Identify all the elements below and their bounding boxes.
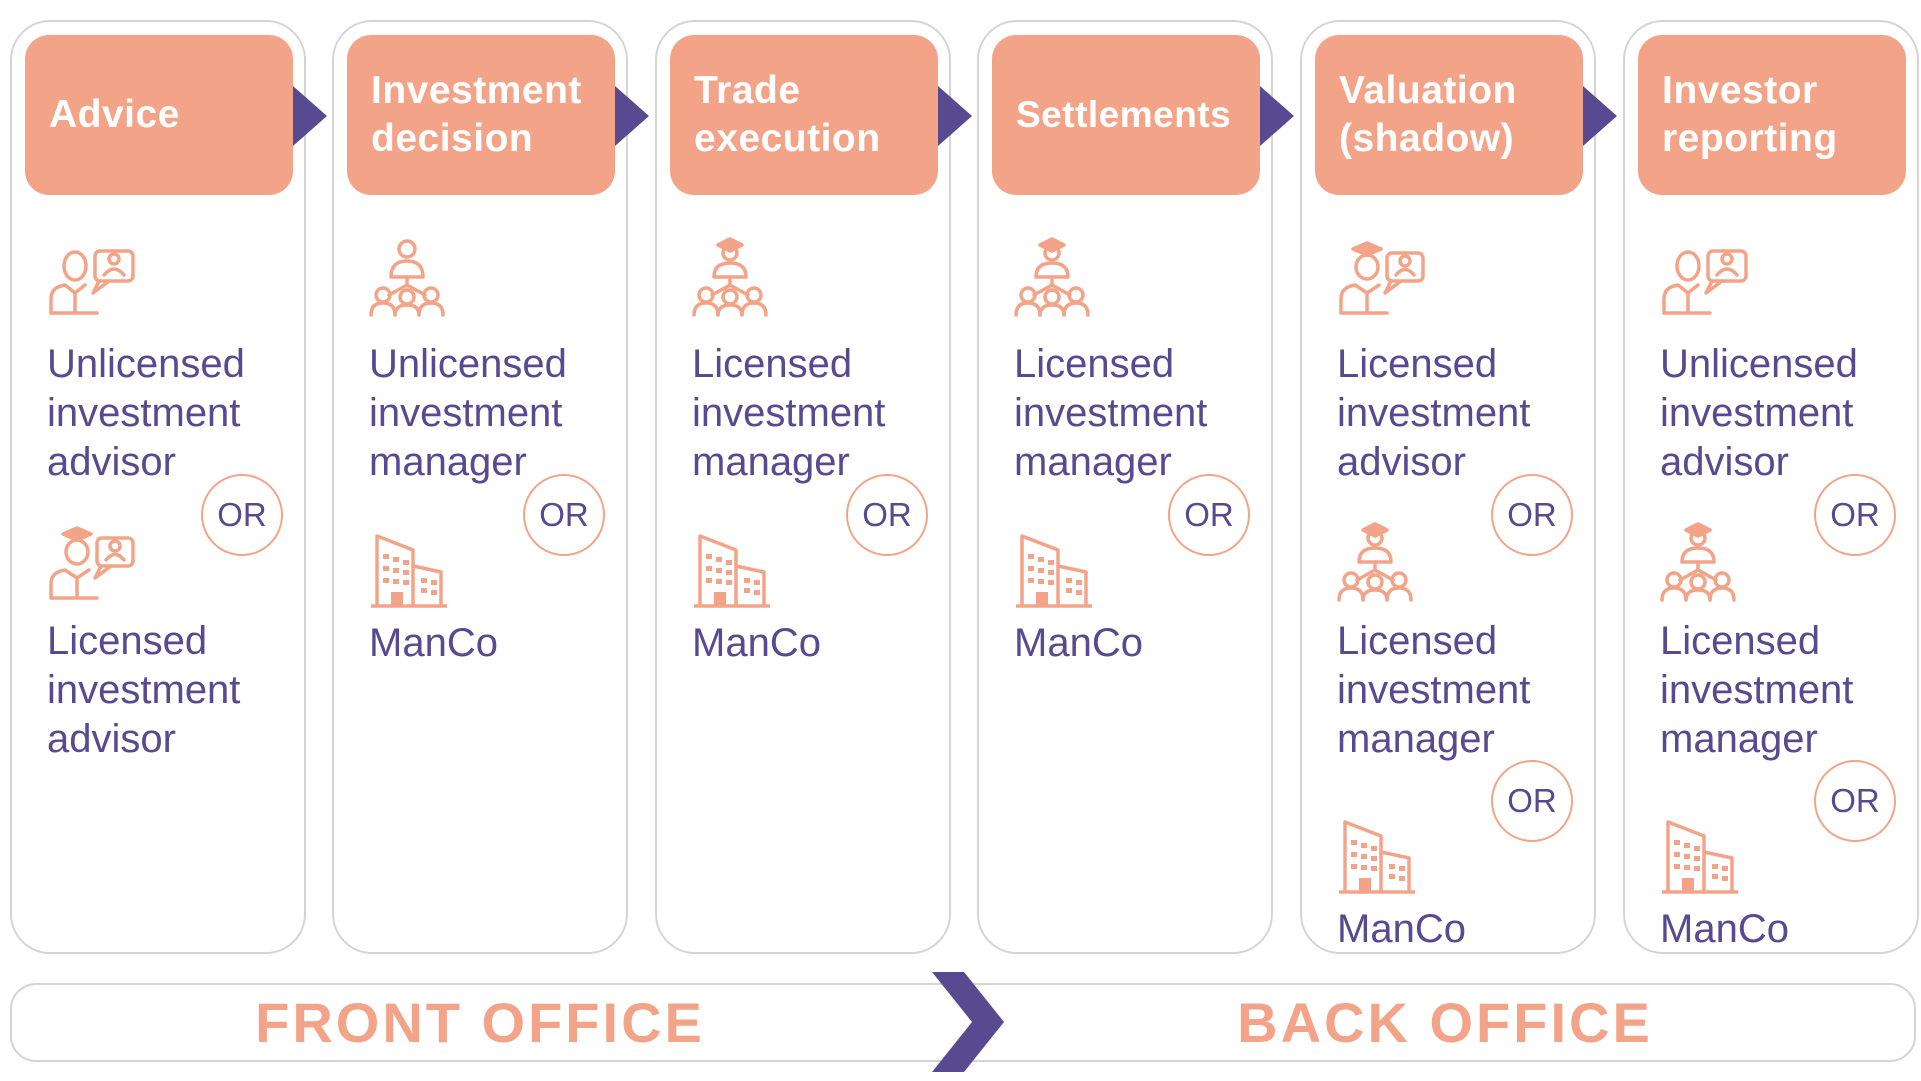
graduate-advisor-chat-icon	[1337, 237, 1427, 317]
or-badge: OR	[1814, 760, 1896, 842]
role-label: ManCo	[1660, 907, 1789, 951]
column-settlements: Settlements Licensed investment manager …	[977, 20, 1294, 954]
role-label: Unlicensed investment manager	[369, 342, 567, 484]
graduate-manager-team-icon	[1014, 237, 1104, 317]
step-header-advice: Advice	[25, 35, 293, 195]
step-arrow-icon	[293, 86, 327, 146]
advisor-chat-icon	[1660, 237, 1750, 317]
graduate-manager-team-icon	[1337, 522, 1427, 602]
step-header-valuation-shadow: Valuation (shadow)	[1315, 35, 1583, 195]
or-badge: OR	[1814, 474, 1896, 556]
or-badge: OR	[1168, 474, 1250, 556]
or-badge: OR	[1491, 474, 1573, 556]
step-header-investment-decision: Investment decision	[347, 35, 615, 195]
role-label: Licensed investment manager	[1014, 342, 1208, 484]
column-investment-decision: Investment decision Unlicensed investmen…	[332, 20, 649, 954]
column-advice: Advice Unlicensed investment advisor OR …	[10, 20, 327, 954]
role-label: ManCo	[1337, 907, 1466, 951]
role-label: Unlicensed investment advisor	[1660, 342, 1858, 484]
role-label: ManCo	[369, 621, 498, 665]
graduate-advisor-chat-icon	[47, 522, 137, 602]
role-label: Licensed investment advisor	[47, 619, 241, 761]
role-label: Unlicensed investment advisor	[47, 342, 245, 484]
role-label: ManCo	[1014, 621, 1143, 665]
step-header-trade-execution: Trade execution	[670, 35, 938, 195]
or-badge: OR	[523, 474, 605, 556]
or-badge: OR	[1491, 760, 1573, 842]
building-icon	[1337, 816, 1427, 896]
chevron-right-icon	[922, 970, 1012, 1074]
advisor-chat-icon	[47, 237, 137, 317]
role-label: ManCo	[692, 621, 821, 665]
building-icon	[1660, 816, 1750, 896]
manager-team-icon	[369, 237, 459, 317]
role-label: Licensed investment manager	[692, 342, 886, 484]
building-icon	[1014, 530, 1104, 610]
step-arrow-icon	[1583, 86, 1617, 146]
graduate-manager-team-icon	[1660, 522, 1750, 602]
column-valuation-shadow: Valuation (shadow) Licensed investment a…	[1300, 20, 1617, 954]
step-header-settlements: Settlements	[992, 35, 1260, 195]
step-arrow-icon	[615, 86, 649, 146]
building-icon	[369, 530, 459, 610]
back-office-label: BACK OFFICE	[1237, 991, 1653, 1054]
role-label: Licensed investment manager	[1337, 619, 1531, 761]
building-icon	[692, 530, 782, 610]
or-badge: OR	[201, 474, 283, 556]
front-office-label: FRONT OFFICE	[255, 991, 705, 1054]
graduate-manager-team-icon	[692, 237, 782, 317]
role-label: Licensed investment advisor	[1337, 342, 1531, 484]
step-header-investor-reporting: Investor reporting	[1638, 35, 1906, 195]
or-badge: OR	[846, 474, 928, 556]
step-arrow-icon	[1260, 86, 1294, 146]
step-arrow-icon	[938, 86, 972, 146]
column-trade-execution: Trade execution Licensed investment mana…	[655, 20, 972, 954]
role-label: Licensed investment manager	[1660, 619, 1854, 761]
column-investor-reporting: Investor reporting Unlicensed investment…	[1623, 20, 1919, 954]
